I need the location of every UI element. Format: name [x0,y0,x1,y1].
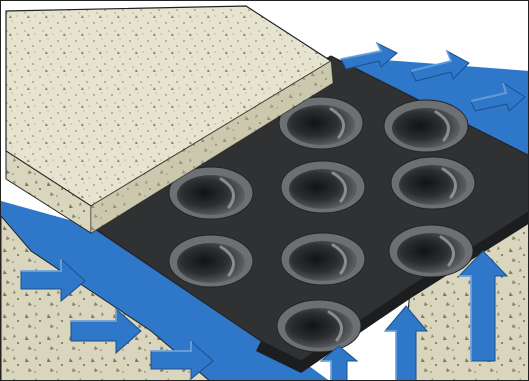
background-top-right [331,1,529,61]
flow-arrow-icon-shine [385,331,396,381]
